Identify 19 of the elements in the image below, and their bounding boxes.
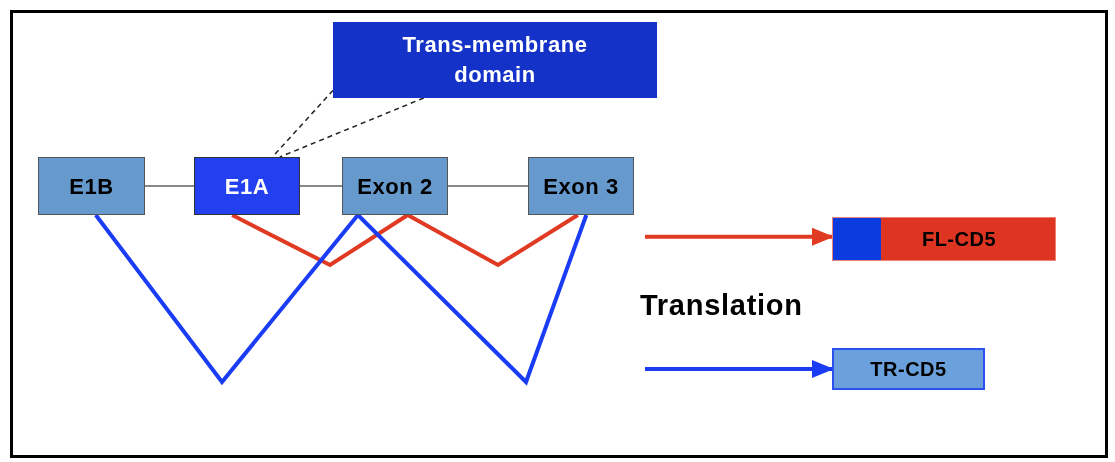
splice-line [406,213,579,268]
leader-line [279,97,425,158]
exon-box: Exon 3 [528,157,634,215]
protein-bar: TR-CD5 [832,348,985,390]
splice-line [94,213,360,386]
splice-line [356,213,589,386]
process-label: Translation [640,288,803,323]
protein-bar [832,217,1056,261]
exon-box: Exon 2 [342,157,448,215]
protein-label: FL-CD5 [921,227,997,252]
exon-box: E1A [194,157,300,215]
intron-line [447,185,529,187]
callout-box: Trans-membrane domain [333,22,657,98]
intron-line [144,185,195,187]
exon-box: E1B [38,157,145,215]
intron-line [299,185,343,187]
splice-line [231,213,409,268]
arrow [645,227,834,246]
arrow [645,360,834,378]
